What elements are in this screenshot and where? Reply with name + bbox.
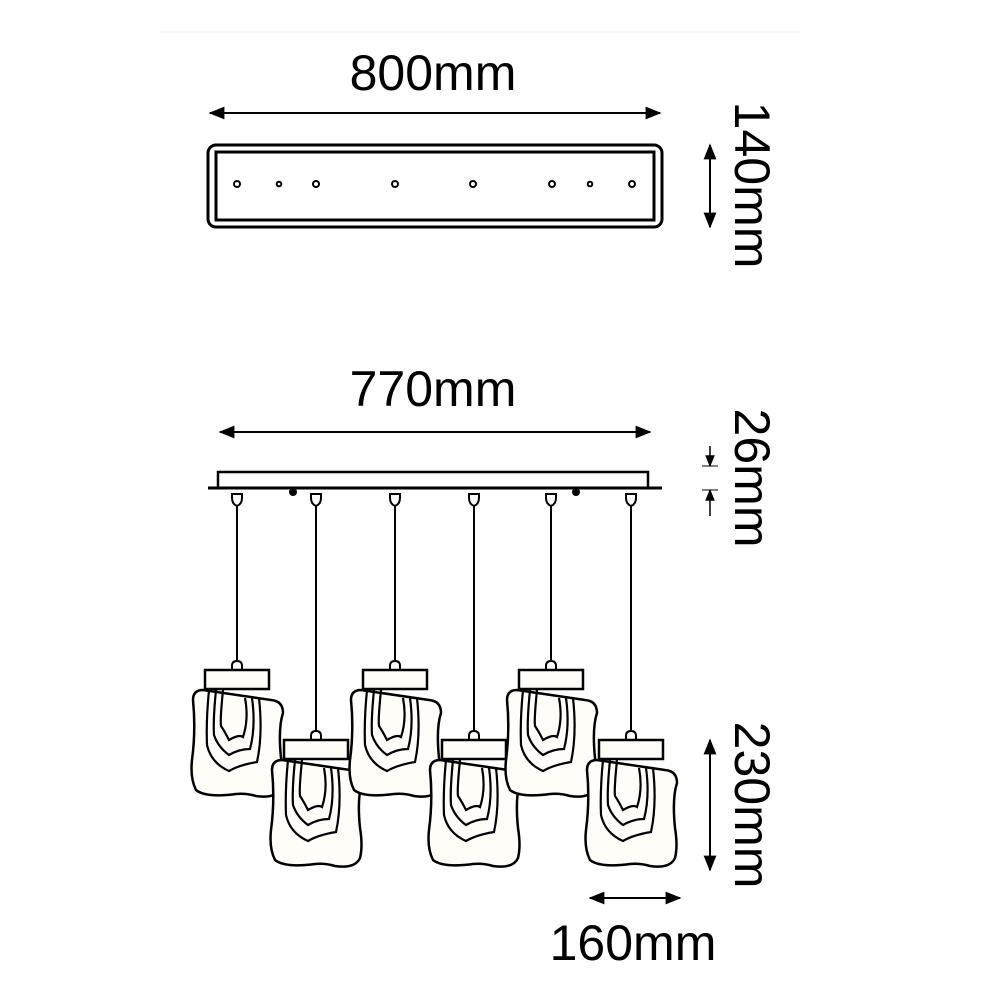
mounting-plate-top-view	[206, 143, 664, 229]
ceiling-connector	[310, 493, 322, 508]
glass-ripple	[526, 689, 569, 757]
cable-grip	[389, 659, 401, 672]
glass-ripple	[291, 759, 334, 827]
pendant-light	[269, 493, 364, 868]
shade-height-label: 230mm	[724, 722, 780, 889]
glass-ripple	[449, 759, 492, 827]
glass-ripple	[219, 689, 248, 742]
mounting-hole	[548, 180, 556, 188]
glass-ripple	[212, 689, 255, 757]
pendant-light	[584, 493, 679, 868]
ceiling-connector	[468, 493, 480, 508]
shade-cap	[597, 738, 665, 761]
ceiling-connector	[625, 493, 637, 508]
glass-ripple	[298, 759, 327, 812]
glass-ripple	[363, 689, 420, 773]
glass-ripple	[533, 689, 562, 742]
cable-grip	[310, 729, 322, 742]
pendant-lights	[190, 493, 679, 868]
glass-ripple	[519, 689, 576, 773]
mounting-hole	[628, 180, 636, 188]
pendant-light	[348, 493, 443, 798]
glass-ripple	[377, 689, 406, 742]
cable-grip	[545, 659, 557, 672]
glass-ripple	[205, 689, 262, 773]
cable-grip	[625, 729, 637, 742]
glass-ripple	[284, 759, 341, 843]
glass-ripple	[456, 759, 485, 812]
mounting-hole	[275, 180, 283, 188]
shade-cap	[440, 738, 508, 761]
pendant-light	[504, 493, 599, 798]
glass-shade	[269, 758, 364, 868]
mounting-hole	[312, 180, 320, 188]
shade-cap	[282, 738, 350, 761]
glass-ripple	[442, 759, 499, 843]
pendant-light	[190, 493, 285, 798]
mounting-hole	[233, 180, 241, 188]
mounting-holes	[233, 180, 636, 188]
shade-cap	[203, 668, 271, 691]
glass-shade	[190, 688, 285, 798]
glass-shade	[348, 688, 443, 798]
plate-depth-label: 140mm	[724, 102, 780, 269]
mounting-hole	[391, 180, 399, 188]
glass-ripple	[599, 759, 656, 843]
mounting-hole	[586, 180, 594, 188]
glass-ripple	[613, 759, 642, 812]
cable-grip	[231, 659, 243, 672]
ceiling-connector	[231, 493, 243, 508]
ceiling-connector	[389, 493, 401, 508]
pendant-light	[427, 493, 522, 868]
glass-ripple	[606, 759, 649, 827]
canopy-width-label: 770mm	[350, 361, 517, 417]
canopy-front-view	[208, 470, 662, 496]
cable-grip	[468, 729, 480, 742]
shade-cap	[361, 668, 429, 691]
canopy-height-label: 26mm	[724, 409, 780, 548]
glass-shade	[584, 758, 679, 868]
shade-width-label: 160mm	[550, 915, 717, 971]
glass-shade	[504, 688, 599, 798]
plate-width-label: 800mm	[350, 45, 517, 101]
glass-ripple	[370, 689, 413, 757]
mounting-hole	[469, 180, 477, 188]
ceiling-connector	[545, 493, 557, 508]
shade-cap	[517, 668, 585, 691]
